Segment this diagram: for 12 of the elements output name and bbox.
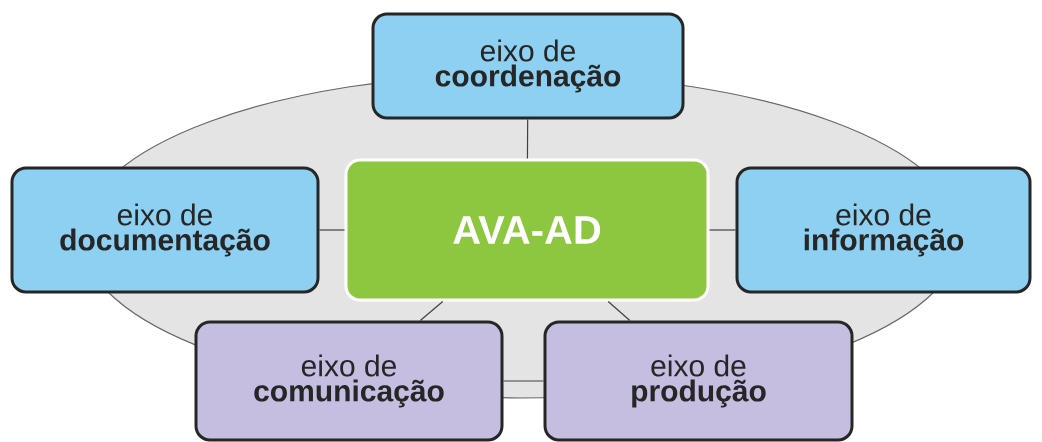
axis-box: eixo de comunicação bbox=[194, 320, 504, 442]
connector-line bbox=[526, 118, 529, 160]
connector-line bbox=[318, 229, 346, 231]
connector-line bbox=[502, 380, 545, 382]
axis-box: eixo de coordenação bbox=[371, 12, 685, 120]
axis-box: eixo de informação bbox=[735, 166, 1032, 294]
connector-line bbox=[607, 300, 631, 322]
connector-line bbox=[708, 229, 737, 231]
axis-box: eixo de produção bbox=[543, 320, 854, 442]
center-box: AVA-AD bbox=[344, 158, 710, 302]
axis-box: eixo de documentação bbox=[10, 166, 320, 294]
connector-line bbox=[419, 300, 444, 322]
